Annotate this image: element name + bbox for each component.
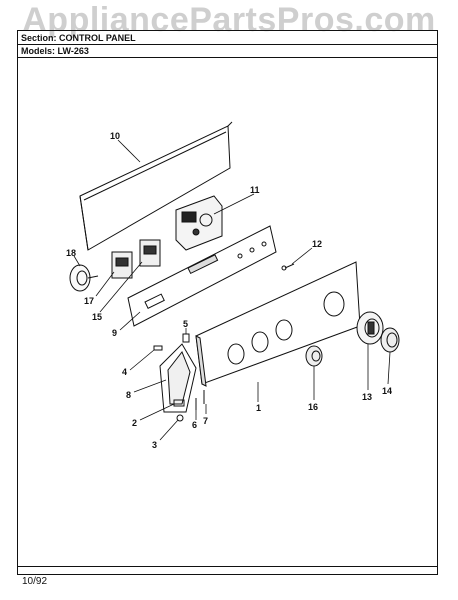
callout-1: 1 — [256, 403, 261, 413]
footer-divider — [17, 566, 438, 567]
callout-7: 7 — [203, 416, 208, 426]
part-14-knob — [380, 327, 400, 353]
callout-8: 8 — [126, 390, 131, 400]
footer-date: 10/92 — [22, 576, 48, 587]
callout-15: 15 — [92, 312, 102, 322]
callout-11: 11 — [250, 185, 260, 195]
part-2-bracket — [173, 399, 185, 407]
part-11-timer — [175, 195, 223, 251]
callout-14: 14 — [382, 386, 392, 396]
part-3-screw — [176, 414, 184, 422]
callout-18: 18 — [66, 248, 76, 258]
callout-2: 2 — [132, 418, 137, 428]
callout-9: 9 — [112, 328, 117, 338]
callout-4: 4 — [122, 367, 127, 377]
callout-10: 10 — [110, 131, 120, 141]
part-15-switch — [139, 239, 161, 267]
models-label: Models: LW-263 — [21, 46, 89, 56]
part-5-clip — [182, 333, 190, 343]
callout-6: 6 — [192, 420, 197, 430]
header-divider-bottom — [17, 57, 438, 58]
callout-13: 13 — [362, 392, 372, 402]
part-4-clip — [153, 345, 163, 351]
part-16-knob — [305, 345, 323, 367]
callout-3: 3 — [152, 440, 157, 450]
callout-12: 12 — [312, 239, 322, 249]
part-12-screw — [281, 263, 295, 271]
diagram-frame — [17, 30, 438, 575]
section-title: Section: CONTROL PANEL — [21, 33, 136, 43]
watermark: AppliancePartsPros.com — [22, 1, 436, 39]
header-divider — [17, 44, 438, 45]
leader-lines — [73, 139, 391, 441]
part-18-selector — [69, 264, 99, 292]
callout-17: 17 — [84, 296, 94, 306]
part-8-end-cap — [159, 343, 197, 413]
part-9-console-bracket — [127, 225, 277, 327]
part-17-switch — [111, 251, 133, 279]
callout-16: 16 — [308, 402, 318, 412]
callout-5: 5 — [183, 319, 188, 329]
part-13-dial — [356, 311, 384, 345]
part-10-rear-cover — [79, 121, 233, 251]
